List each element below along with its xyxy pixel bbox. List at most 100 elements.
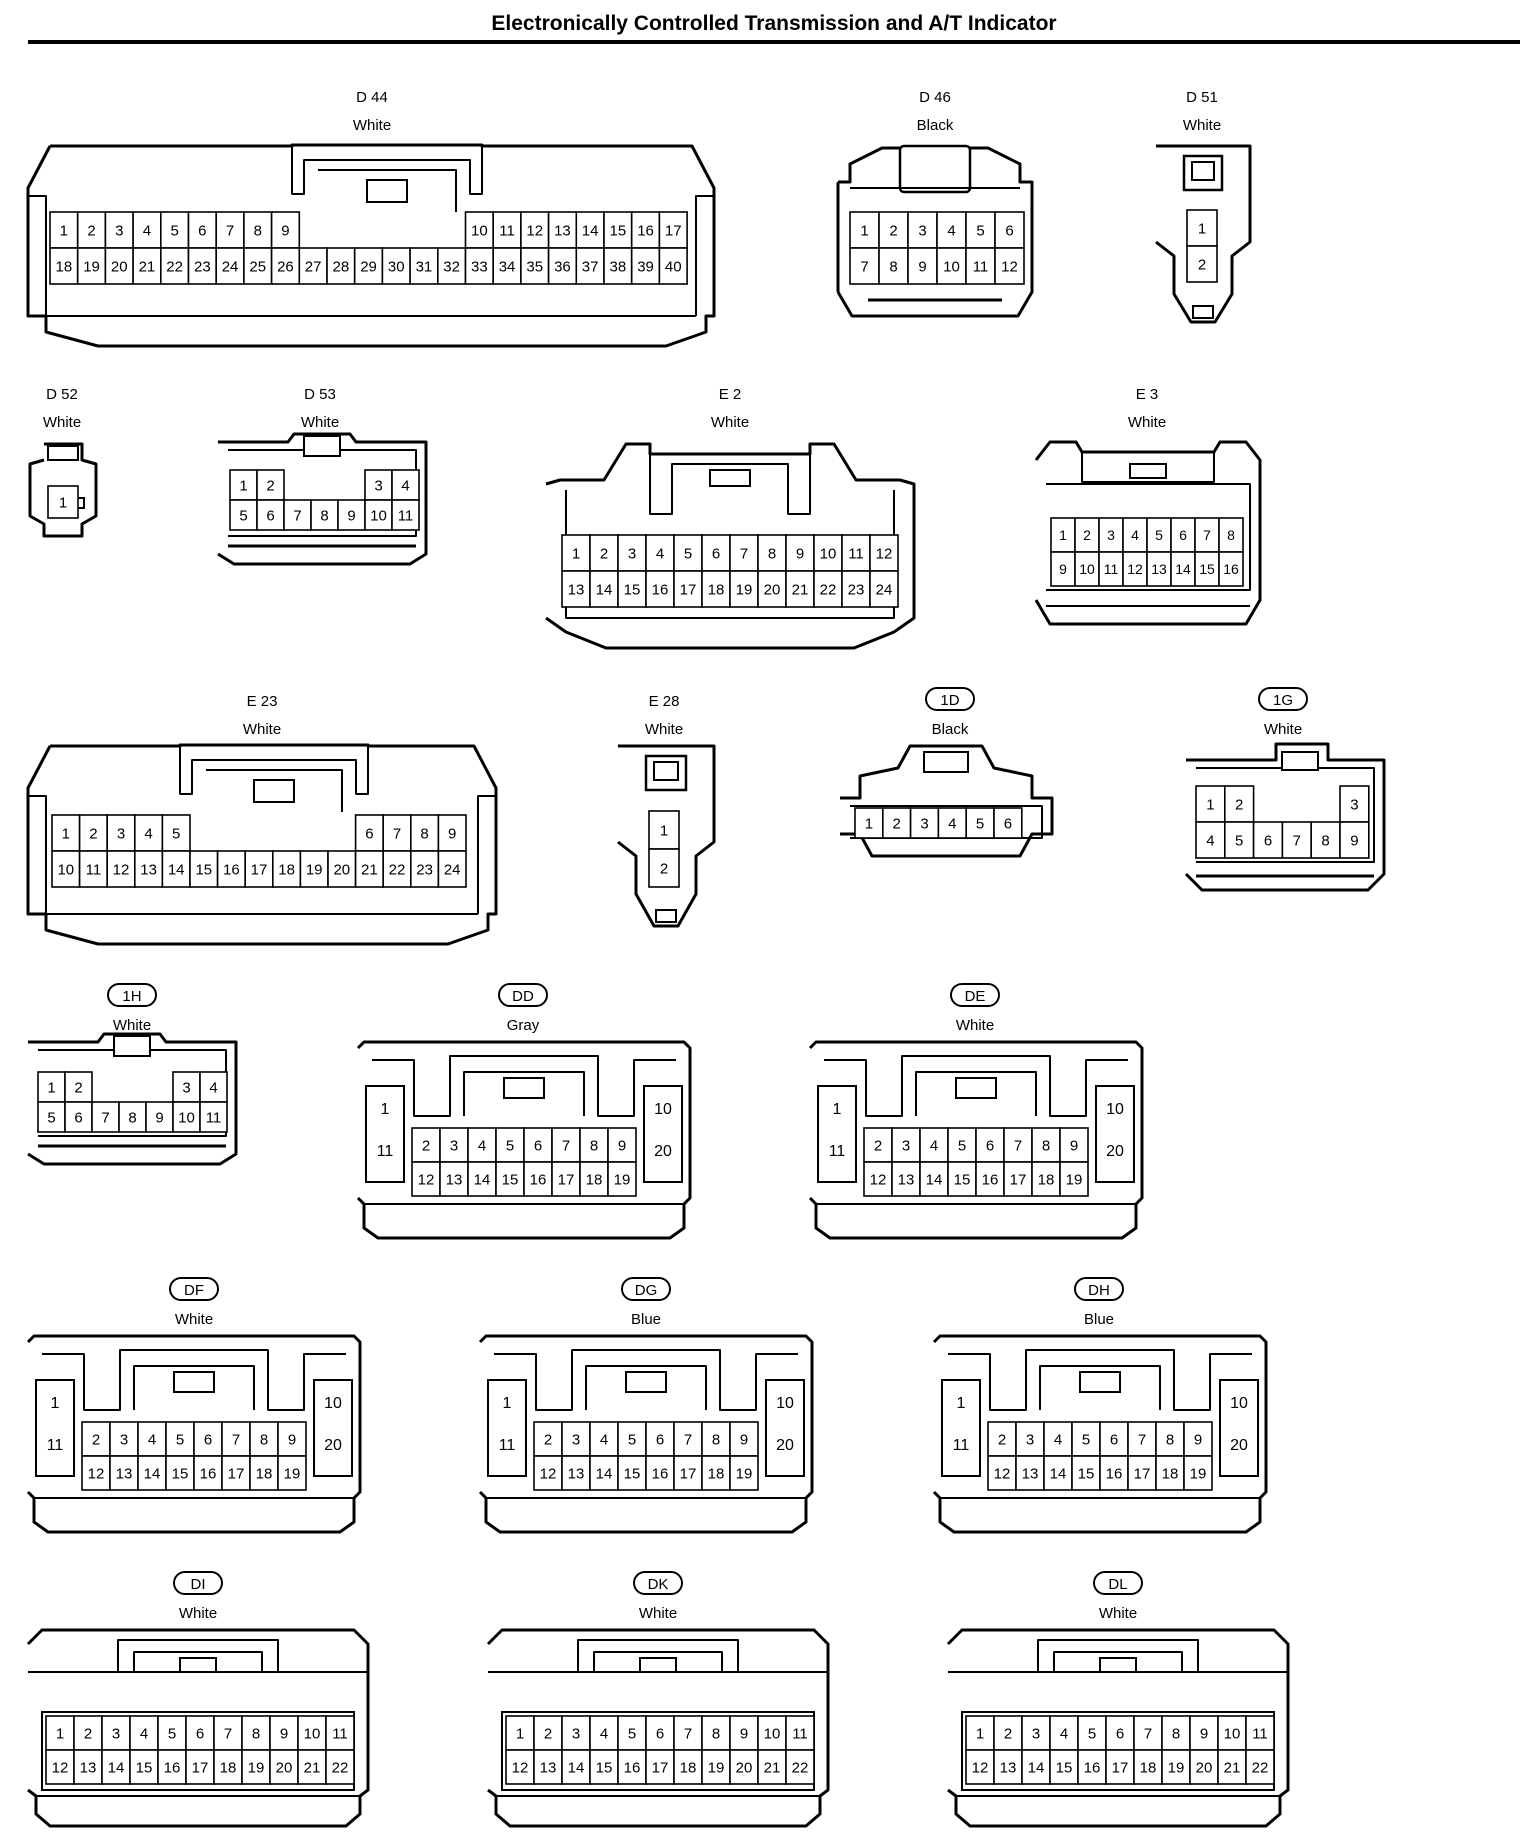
pin-3: 3 [104,211,134,249]
pin-label: 22 [1252,1759,1269,1776]
connector-id: DL [1108,1576,1127,1593]
pin-label: 4 [144,825,152,842]
pin-label: 7 [232,1431,240,1448]
pin-9: 9 [1183,1421,1213,1457]
pin-16: 16 [617,1749,647,1785]
pin-label: 11 [398,507,414,524]
pin-7: 7 [221,1421,251,1457]
pin-label: 13 [1151,561,1167,577]
pin-label: 8 [712,1431,720,1448]
pin-7: 7 [215,211,245,249]
pin-20: 20 [324,1437,342,1454]
pin-label: 6 [656,1431,664,1448]
pin-18: 18 [579,1161,609,1197]
connector-id: DD [512,988,534,1005]
pin-5: 5 [229,499,258,531]
connector-id: DE [965,988,986,1005]
pin-label: 21 [792,581,809,598]
pin-8: 8 [1310,821,1341,859]
pin-7: 7 [551,1127,581,1163]
pin-label: 4 [656,545,664,562]
pin-label: 16 [1084,1759,1101,1776]
pin-17: 17 [551,1161,581,1197]
pin-label: 21 [1224,1759,1241,1776]
pin-label: 19 [306,861,323,878]
connector-color: White [243,721,281,738]
pin-30: 30 [381,247,411,285]
pin-label: 11 [377,1143,394,1160]
pin-20: 20 [1189,1749,1219,1785]
pin-label: 2 [1004,1725,1012,1742]
pin-1: 1 [849,211,880,249]
pin-label: 8 [128,1109,136,1126]
pin-15: 15 [165,1455,195,1491]
pin-label: 18 [278,861,295,878]
pin-label: 18 [56,258,73,275]
pin-label: 9 [281,222,289,239]
pin-9: 9 [277,1421,307,1457]
pin-28: 28 [326,247,356,285]
pin-label: 5 [168,1725,176,1742]
pin-label: 2 [84,1725,92,1742]
pin-label: 10 [471,222,488,239]
pin-13: 13 [134,850,164,888]
pin-16: 16 [630,211,661,249]
pin-23: 23 [187,247,218,285]
pin-17: 17 [221,1455,251,1491]
pin-18: 18 [249,1455,279,1491]
pin-label: 21 [361,861,378,878]
pin-16: 16 [216,850,247,888]
pin-label: 16 [637,222,654,239]
pin-label: 14 [926,1171,943,1188]
pin-15: 15 [947,1161,977,1197]
pin-10: 10 [364,499,393,531]
pin-6: 6 [193,1421,223,1457]
pin-19: 19 [241,1749,271,1785]
connector-id: D 51 [1186,89,1218,106]
pin-label: 19 [248,1759,265,1776]
pin-label: 21 [764,1759,781,1776]
pin-label: 15 [172,1465,189,1482]
pin-4: 4 [467,1127,497,1163]
pin-20: 20 [327,850,357,888]
pin-1: 1 [381,1101,390,1118]
pin-20: 20 [729,1749,759,1785]
pin-label: 3 [117,825,125,842]
pin-label: 20 [1106,1143,1124,1160]
pin-14: 14 [561,1749,591,1785]
pin-label: 12 [876,545,893,562]
pin-label: 9 [347,507,355,524]
pin-9: 9 [437,814,467,852]
connector-id: DH [1088,1282,1110,1299]
pin-2: 2 [1224,785,1255,823]
pin-label: 8 [712,1725,720,1742]
pin-label: 12 [113,861,130,878]
pin-label: 38 [610,258,627,275]
pin-4: 4 [937,807,968,839]
pin-8: 8 [701,1715,731,1751]
pin-5: 5 [1077,1715,1107,1751]
pin-label: 23 [416,861,433,878]
pin-5: 5 [947,1127,977,1163]
pin-8: 8 [1218,517,1244,553]
pin-label: 3 [374,477,382,494]
pin-label: 16 [1223,561,1239,577]
pin-21: 21 [785,570,815,608]
pin-label: 6 [1110,1431,1118,1448]
pin-3: 3 [101,1715,131,1751]
connector-color: Gray [507,1017,540,1034]
pin-label: 6 [198,222,206,239]
pin-1: 1 [45,1715,75,1751]
pin-label: 12 [1001,258,1018,275]
pin-11: 11 [841,534,871,572]
pin-label: 11 [829,1143,846,1160]
pin-label: 19 [736,1465,753,1482]
pin-label: 15 [624,1465,641,1482]
pin-label: 15 [195,861,212,878]
pin-label: 8 [1172,1725,1180,1742]
pin-label: 2 [660,860,668,877]
